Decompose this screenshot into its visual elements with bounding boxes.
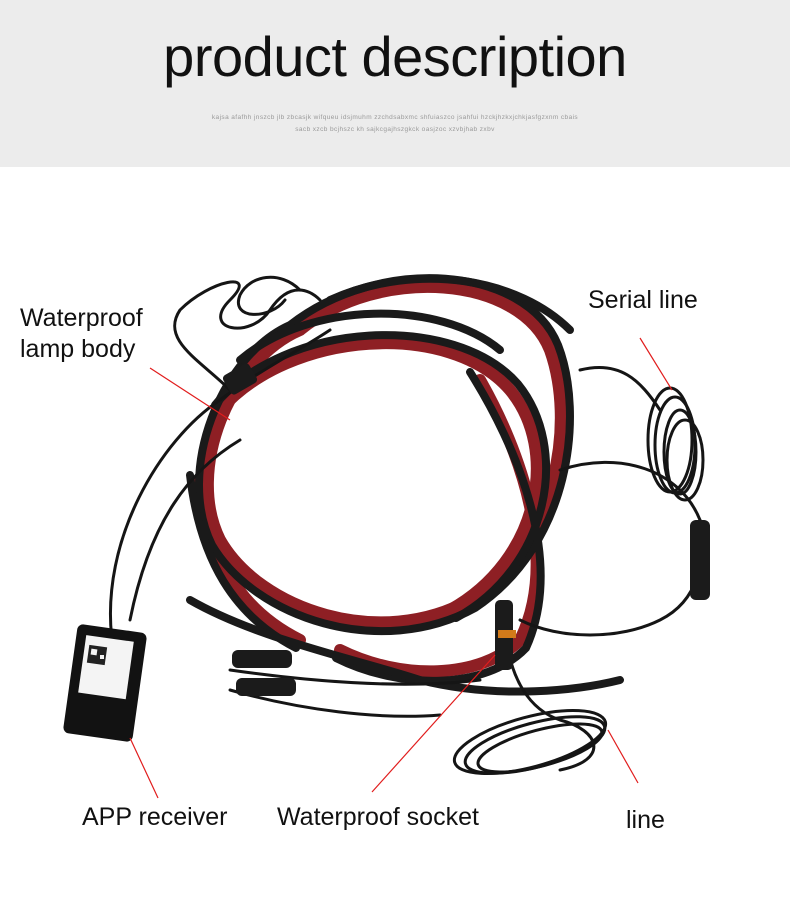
connectors <box>222 363 710 696</box>
line-coil <box>452 709 608 775</box>
label-waterproof-lamp-body-line2: lamp body <box>20 335 136 363</box>
cables <box>109 275 704 772</box>
leader-lines <box>129 337 673 799</box>
label-waterproof-lamp-body-line1: Waterproof <box>20 304 143 332</box>
label-app-receiver: APP receiver <box>82 803 228 831</box>
page-title: product description <box>163 25 627 88</box>
app-receiver-box <box>63 624 147 742</box>
label-waterproof-lamp-body: Waterproof lamp body <box>20 303 143 365</box>
subtitle-line-2: sacb xzcb bcjhszc kh sajkcgajhszgkck oas… <box>295 126 495 133</box>
product-photo <box>63 274 710 799</box>
serial-line-coil <box>646 386 705 502</box>
subtitle-line-1: kajsa afafhh jnszcb jlb zbcasjk wifqueu … <box>211 114 579 121</box>
label-serial-line: Serial line <box>588 286 698 314</box>
label-waterproof-socket: Waterproof socket <box>277 803 479 831</box>
header-banner: product description kajsa afafhh jnszcb … <box>0 0 790 167</box>
label-line: line <box>626 806 665 834</box>
